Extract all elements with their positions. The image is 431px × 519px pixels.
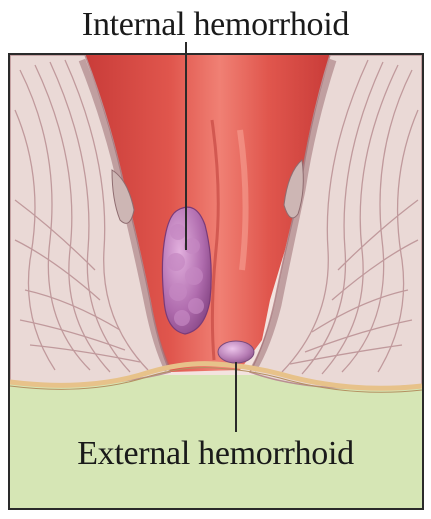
external-hemorrhoid <box>218 341 254 363</box>
internal-hemorrhoid-label: Internal hemorrhoid <box>0 8 431 42</box>
external-hemorrhoid-label: External hemorrhoid <box>0 437 431 471</box>
